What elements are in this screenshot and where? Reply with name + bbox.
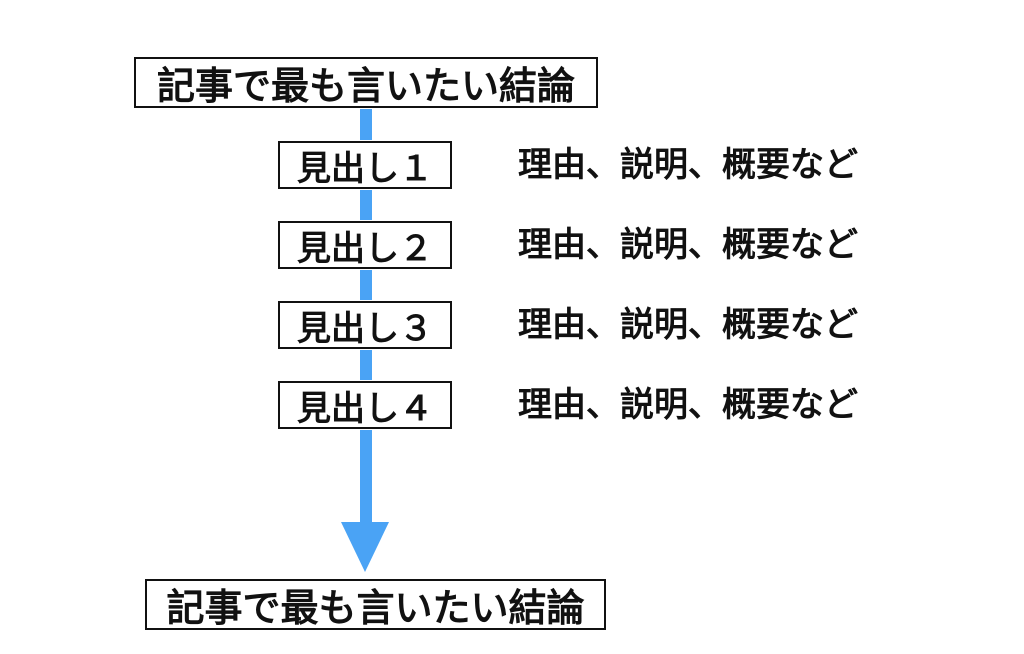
heading-description-3: 理由、説明、概要など	[518, 305, 858, 345]
heading-box-2: 見出し２	[277, 220, 453, 270]
flow-arrow-head	[341, 522, 389, 572]
top-conclusion-box: 記事で最も言いたい結論	[133, 56, 599, 109]
heading-description-2: 理由、説明、概要など	[518, 225, 858, 265]
bottom-conclusion-box: 記事で最も言いたい結論	[144, 578, 607, 631]
heading-box-3: 見出し３	[277, 300, 453, 350]
heading-box-4: 見出し４	[277, 380, 453, 430]
heading-description-4: 理由、説明、概要など	[518, 385, 858, 425]
heading-description-1: 理由、説明、概要など	[518, 145, 858, 185]
heading-box-1: 見出し１	[277, 140, 453, 190]
